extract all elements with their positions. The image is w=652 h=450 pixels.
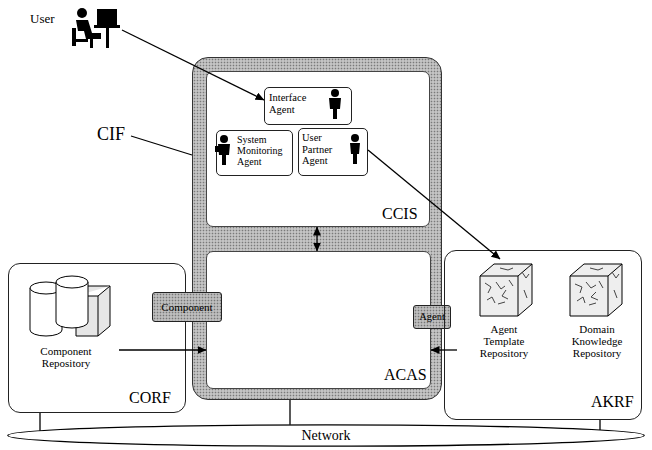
text-holder: Component Repository: [17, 345, 115, 369]
node-label: Agent: [419, 311, 445, 323]
component-chip: Component: [152, 292, 222, 322]
text-holder: CIF: [97, 125, 125, 145]
text-holder: AKRF: [591, 393, 634, 411]
agent-chip: Agent: [413, 305, 451, 329]
node-label: CORF: [129, 389, 171, 407]
node-label: User: [30, 12, 55, 26]
node-label: CCIS: [382, 205, 418, 223]
text-holder: Domain Knowledge Repository: [565, 323, 629, 359]
subsystem-box: ACAS: [206, 251, 431, 389]
node-label: ACAS: [384, 366, 427, 384]
node-label: User Partner Agent: [302, 132, 348, 167]
text-holder: CORF: [129, 389, 171, 407]
text-holder: User: [30, 12, 55, 26]
text-holder: Network: [7, 424, 645, 447]
node-label: System Monitoring Agent: [237, 134, 289, 167]
connector-line: [289, 400, 290, 425]
node-label: Interface Agent: [269, 92, 323, 115]
node-label: Agent Template Repository: [474, 323, 534, 359]
leader-line: [131, 136, 192, 155]
node-label: Component Repository: [17, 345, 115, 369]
agent-figure: [215, 135, 230, 165]
connector-arrow: [316, 227, 317, 251]
node-label: Network: [302, 428, 351, 443]
user-icon: [72, 8, 120, 48]
text-holder: Agent Template Repository: [474, 323, 534, 359]
agent-figure: [329, 89, 341, 119]
network-ellipse: Network: [7, 424, 645, 447]
node-label: CIF: [97, 125, 125, 145]
node-label: Domain Knowledge Repository: [565, 323, 629, 359]
repository-cylinders: [30, 276, 110, 336]
connector-line: [39, 413, 40, 431]
text-holder: Component: [153, 293, 221, 321]
text-holder: System Monitoring Agent: [237, 134, 289, 167]
connector-arrow: [431, 349, 457, 350]
connector-arrow: [368, 150, 500, 259]
connector-arrow: [122, 30, 264, 100]
subsystem-box: CCIS Interface AgentSystem Monitoring Age…: [206, 71, 430, 227]
repository-cube: [480, 264, 532, 316]
repository-cube: [570, 264, 622, 316]
text-holder: Interface Agent: [269, 92, 323, 115]
node-label: AKRF: [591, 393, 634, 411]
connector-line: [599, 420, 600, 430]
connector-arrow: [119, 349, 206, 350]
text-holder: ACAS: [384, 366, 427, 384]
text-holder: CCIS: [382, 205, 418, 223]
ellipse-shape: [8, 425, 644, 446]
agent-figure: [350, 134, 360, 164]
text-holder: User Partner Agent: [302, 132, 348, 167]
node-label: Component: [161, 301, 212, 313]
